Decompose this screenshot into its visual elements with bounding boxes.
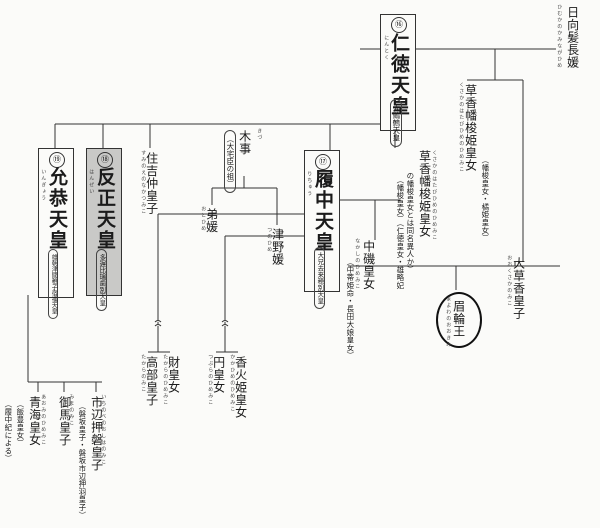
tsunohime-reading: つのひめ	[266, 227, 273, 253]
emperor-alias: 多遅比瑞歯別天皇	[96, 249, 107, 311]
aomi-note-1: （飯豊皇女）	[15, 400, 25, 447]
emperor-number-badge: ⑲	[49, 152, 65, 168]
emperor-alias: 大兄去来穂別天皇	[314, 247, 325, 309]
emperor-number-badge: ⑯	[391, 17, 407, 33]
emperor-reading: はんぜい	[88, 169, 95, 195]
mayowa-name: 眉輪王	[451, 300, 466, 338]
emperor-number-badge: ⑰	[315, 154, 331, 170]
aomi-note-2: （履中紀による）	[3, 400, 13, 463]
emperor-name: 仁徳天皇	[387, 33, 410, 117]
hinata-name: 日向髪長媛	[565, 6, 580, 69]
okusaka-reading: おおくさかのみこ	[506, 255, 513, 307]
emperor-ingyo-box: ⑲ いんぎょう 允恭天皇 雄朝津間稚子宿禰天皇	[38, 148, 74, 319]
nakashi-note: （中蒂姫命・長田大娘皇女）	[345, 258, 355, 360]
nakashi-name: 中磯皇女	[361, 240, 376, 290]
emperor-reading: にんとく	[383, 35, 390, 61]
otohime-reading: おとひめ	[200, 206, 207, 232]
kagahime-reading: かかひめのひめみこ	[229, 354, 236, 413]
kusaka-wife-note-1: （幡梭皇女）（仁徳皇女・雄略妃	[395, 176, 405, 290]
emperor-nintoku-box: ⑯ にんとく 仁徳天皇 大鷦鷯天皇	[380, 14, 416, 147]
mayowa-reading: まよわのおおきみ	[445, 296, 452, 348]
okusaka-name: 大草香皇子	[511, 257, 526, 320]
emperor-reading: りちゅう	[306, 171, 313, 197]
tsubura-reading: つぶらのひめみこ	[207, 354, 214, 406]
aomi-reading: あおみのひめみこ	[40, 394, 47, 446]
kusaka-mother-name: 草香幡梭姫皇女	[463, 84, 478, 172]
kusaka-wife-name: 草香幡梭姫皇女	[417, 150, 432, 238]
mayowa-highlight-circle	[436, 292, 482, 348]
emperor-richu-box: ⑰ りちゅう 履中天皇 大兄去来穂別天皇	[304, 150, 340, 309]
emperor-reading: いんぎょう	[40, 169, 47, 202]
aomi-name: 青海皇女	[27, 396, 42, 446]
kusaka-wife-reading: くさかのはたびひめのひめみこ	[431, 150, 438, 241]
tsubura-name: 円皇女	[211, 356, 226, 394]
takarabe-name: 高部皇子	[144, 356, 159, 406]
otohime-name: 弟媛	[204, 208, 219, 233]
nakashi-reading: なかしのひめみこ	[354, 238, 361, 290]
emperor-name: 履中天皇	[311, 169, 334, 253]
emperor-alias: 大鷦鷯天皇	[390, 99, 402, 147]
kizu-reading: きづ	[256, 128, 263, 141]
kagahime-name: 香火姫皇女	[233, 356, 248, 419]
kizu-note: （大宅臣の祖）	[224, 130, 236, 193]
emperor-name: 允恭天皇	[45, 167, 68, 251]
ichinobe-note: （磐坂皇子・磐坂市辺押羽皇子）	[77, 402, 87, 519]
takarabe-reading: たからのみこ	[140, 354, 147, 393]
mima-name: 御馬皇子	[57, 396, 72, 446]
tsunohime-name: 津野媛	[270, 228, 285, 266]
mima-reading: みまのみこ	[68, 394, 75, 427]
ichinobe-reading: いちのべのおしはのみこ	[100, 394, 107, 466]
takara-name: 財皇女	[166, 356, 181, 394]
takara-reading: たからのひめみこ	[162, 354, 169, 406]
kusaka-mother-note: （幡梭皇女・橘姫皇女）	[480, 156, 490, 242]
suminoe-reading: すみのえのなかつみこ	[140, 150, 147, 215]
emperor-number-badge: ⑱	[97, 152, 113, 168]
emperor-hanzei-box: ⑱ はんぜい 反正天皇 多遅比瑞歯別天皇	[86, 148, 122, 311]
hinata-reading: ひむかのかみながひめ	[556, 4, 563, 69]
suminoe-name: 住吉仲皇子	[144, 152, 159, 215]
ichinobe-name: 市辺押磐皇子	[89, 396, 104, 471]
kusaka-wife-note-2: の幡梭皇女とは同名異人か）	[405, 172, 415, 274]
kizu-name: 木事	[237, 130, 252, 155]
emperor-name: 反正天皇	[93, 167, 116, 251]
emperor-alias: 雄朝津間稚子宿禰天皇	[48, 249, 59, 319]
kusaka-mother-reading: くさかのはたびひめのひめみこ	[458, 82, 465, 173]
